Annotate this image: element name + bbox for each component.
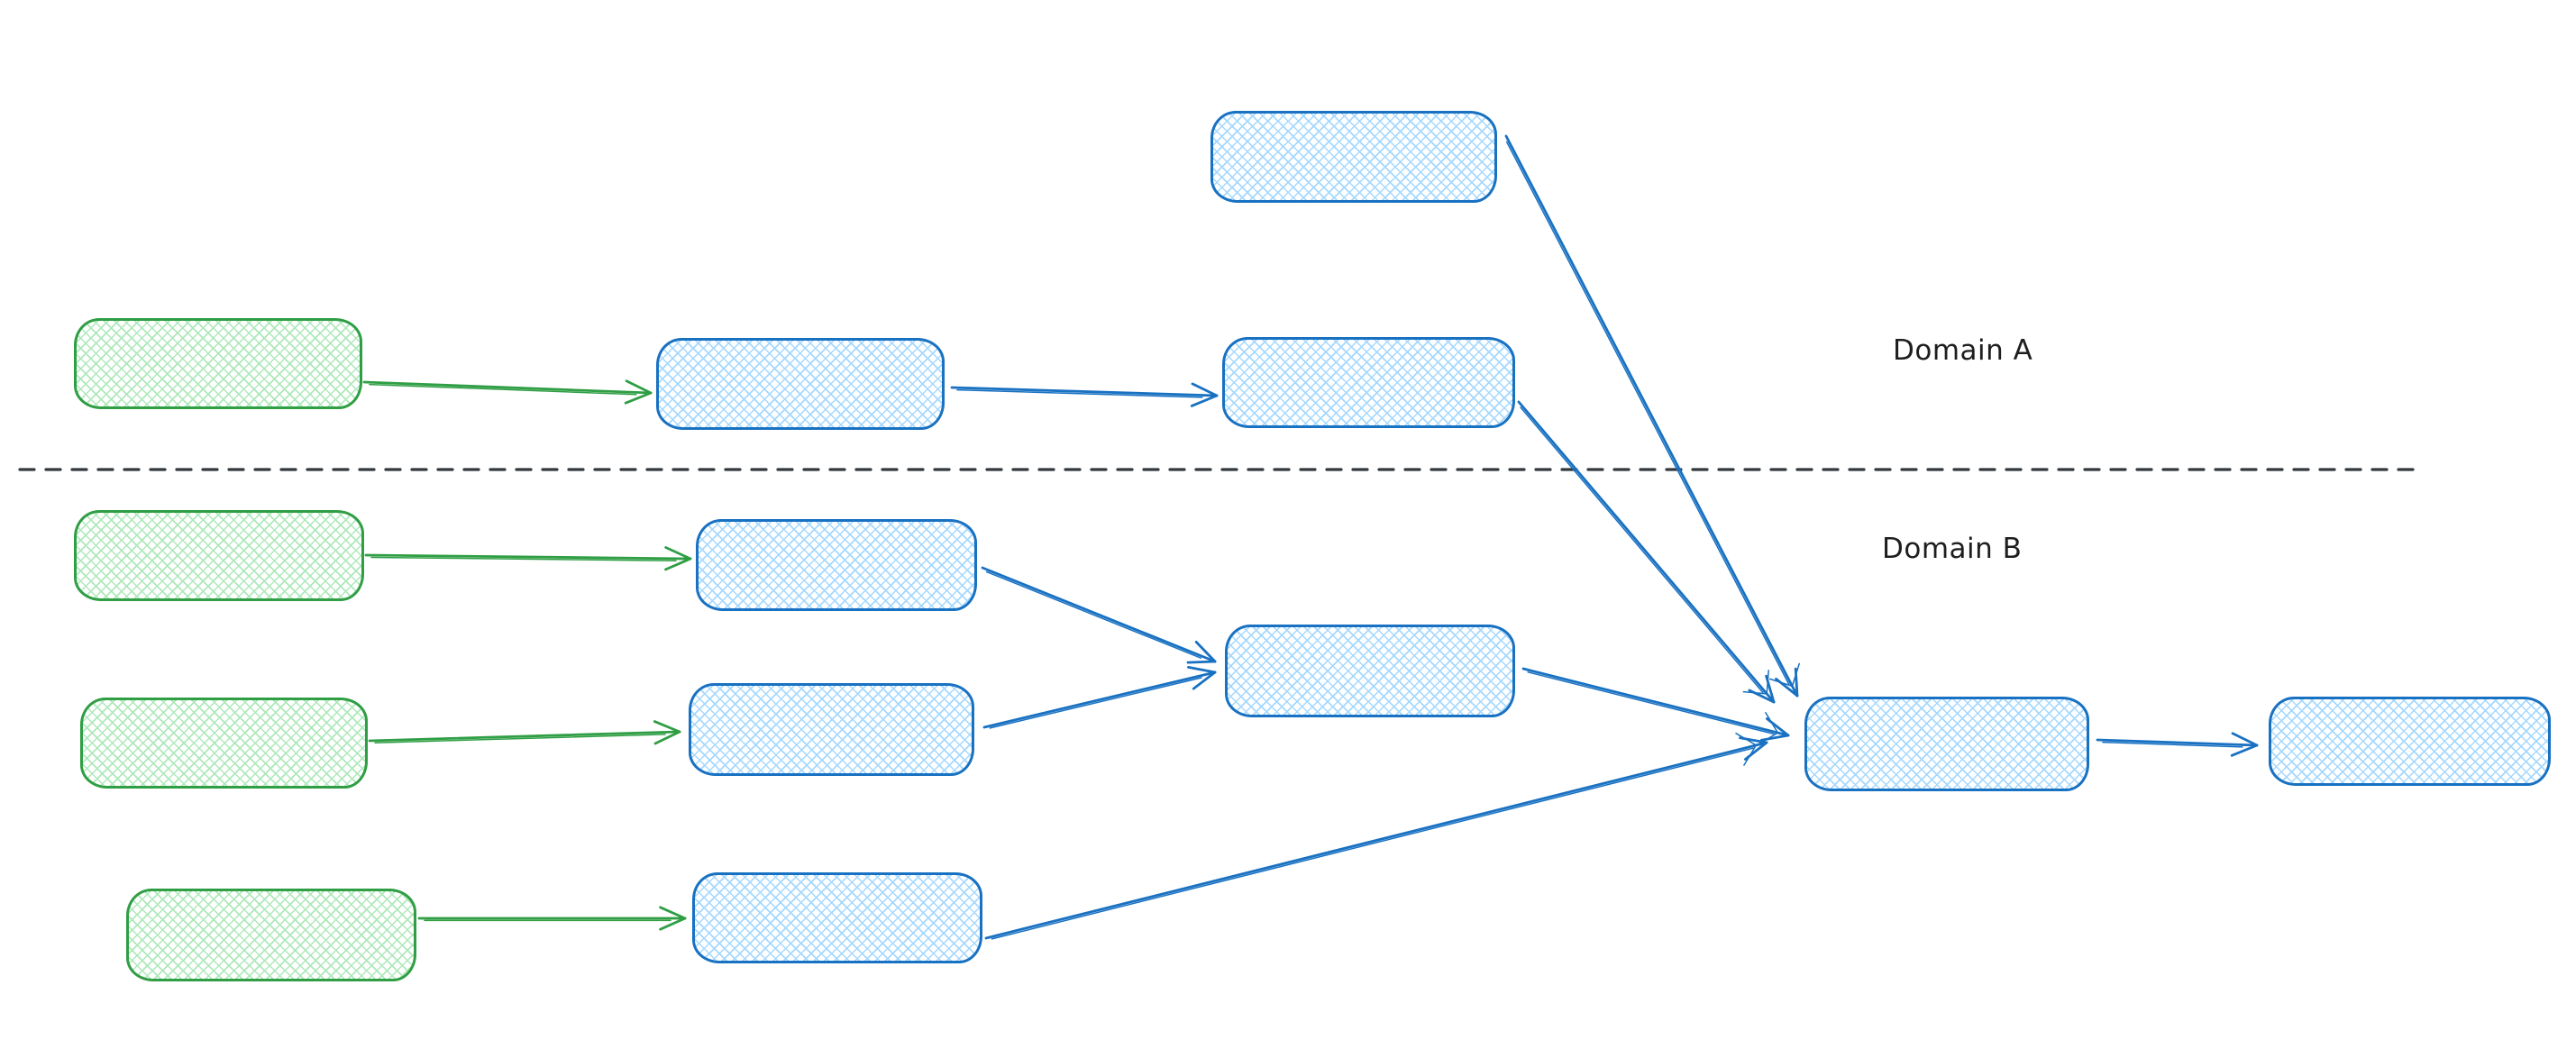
node-blue-top[interactable] (1210, 111, 1497, 203)
node-blue-final[interactable] (2269, 697, 2551, 786)
edge-green-b3-to-blue-b3[interactable] (417, 906, 687, 931)
node-blue-b3[interactable] (692, 872, 982, 963)
node-blue-b1[interactable] (696, 519, 977, 611)
edge-blue-a1-to-blue-a2[interactable] (950, 382, 1219, 407)
node-green-b1[interactable] (74, 510, 364, 601)
domain-a-label[interactable]: Domain A (1893, 334, 2033, 367)
edge-blue-top-to-collector[interactable] (1504, 134, 1800, 698)
edge-merge-to-collector[interactable] (1521, 667, 1790, 746)
node-blue-b2[interactable] (689, 683, 974, 776)
node-green-b2[interactable] (80, 698, 368, 789)
edge-green-b1-to-blue-b1[interactable] (364, 546, 692, 571)
node-green-b3[interactable] (126, 889, 416, 981)
node-blue-merge[interactable] (1225, 625, 1515, 717)
edge-blue-b2-to-merge[interactable] (982, 666, 1217, 729)
node-blue-a1[interactable] (656, 338, 945, 430)
node-blue-a2[interactable] (1222, 337, 1515, 428)
edge-collector-to-final[interactable] (2096, 732, 2259, 757)
edge-blue-a2-to-collector[interactable] (1517, 400, 1776, 704)
edge-blue-b1-to-merge[interactable] (981, 566, 1217, 664)
edge-green-b2-to-blue-b2[interactable] (368, 720, 681, 745)
node-blue-collector[interactable] (1804, 697, 2089, 791)
domain-b-label[interactable]: Domain B (1882, 533, 2023, 565)
edge-green-a1-to-blue-a1[interactable] (362, 379, 653, 405)
edge-blue-b3-to-collector[interactable] (984, 732, 1768, 940)
node-green-a1[interactable] (74, 318, 362, 409)
